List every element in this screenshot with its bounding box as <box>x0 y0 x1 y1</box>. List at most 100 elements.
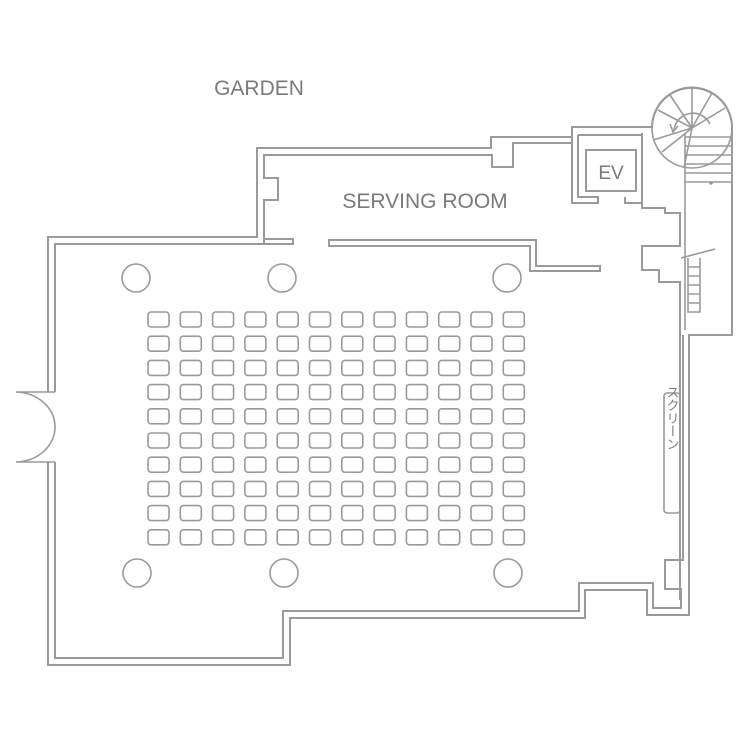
seat <box>373 407 396 425</box>
seat <box>211 504 235 522</box>
seat <box>373 335 396 353</box>
seat <box>470 383 493 401</box>
seat <box>437 456 461 474</box>
screen-label: スクリーン <box>665 386 680 451</box>
double-door[interactable] <box>15 391 56 463</box>
seat <box>244 504 267 522</box>
seat <box>470 456 493 474</box>
seat <box>147 528 170 546</box>
serving-room-label: SERVING ROOM <box>342 190 507 213</box>
seat <box>437 335 461 353</box>
seat <box>211 432 235 449</box>
seat <box>502 335 526 353</box>
seat <box>244 432 267 449</box>
seat <box>211 311 235 328</box>
seat <box>470 504 493 522</box>
seat <box>244 335 267 353</box>
seat <box>502 456 526 474</box>
seat <box>179 528 203 546</box>
seat <box>179 432 203 449</box>
seat <box>179 407 203 425</box>
seat <box>437 383 461 401</box>
seat <box>211 335 235 353</box>
seat <box>211 480 235 498</box>
seat <box>502 528 526 546</box>
seat <box>437 528 461 546</box>
seat <box>340 407 364 425</box>
seat <box>147 407 170 425</box>
seat <box>276 528 300 546</box>
pillar <box>121 263 151 293</box>
seat <box>179 456 203 474</box>
seat <box>179 335 203 353</box>
seat <box>502 432 526 449</box>
seat <box>244 407 267 425</box>
seat <box>502 504 526 522</box>
seat <box>405 383 429 401</box>
spiral-staircase <box>651 87 733 330</box>
seat <box>147 311 170 328</box>
seat <box>340 359 364 377</box>
seat <box>147 432 170 449</box>
seat <box>340 432 364 449</box>
seat <box>308 335 332 353</box>
seat <box>147 504 170 522</box>
seat <box>308 456 332 474</box>
seat <box>308 359 332 377</box>
seat <box>470 407 493 425</box>
seat <box>405 335 429 353</box>
seat <box>276 311 300 328</box>
seat <box>470 432 493 449</box>
elevator: EV <box>571 133 643 204</box>
seat <box>211 528 235 546</box>
seat <box>405 480 429 498</box>
seat <box>211 383 235 401</box>
seat <box>373 383 396 401</box>
pillar <box>122 558 152 588</box>
seat <box>373 528 396 546</box>
seat <box>276 504 300 522</box>
seat <box>244 359 267 377</box>
seat <box>470 480 493 498</box>
seat <box>340 311 364 328</box>
seat <box>179 504 203 522</box>
pillar <box>269 558 299 588</box>
seat <box>308 504 332 522</box>
seat <box>437 311 461 328</box>
seat <box>340 480 364 498</box>
seat <box>437 359 461 377</box>
seat <box>244 311 267 328</box>
seat <box>244 456 267 474</box>
projection-screen: スクリーン <box>663 386 681 514</box>
seat <box>211 407 235 425</box>
seat <box>244 528 267 546</box>
seat <box>405 359 429 377</box>
service-walls <box>625 202 681 600</box>
seat <box>470 528 493 546</box>
seat <box>340 335 364 353</box>
seat <box>276 359 300 377</box>
seat <box>470 335 493 353</box>
seat <box>211 456 235 474</box>
seat <box>276 456 300 474</box>
seat <box>405 528 429 546</box>
seat <box>179 359 203 377</box>
seat <box>276 480 300 498</box>
pillar <box>267 263 297 293</box>
seat <box>244 480 267 498</box>
seat <box>437 432 461 449</box>
seat <box>308 528 332 546</box>
seat <box>470 359 493 377</box>
seat <box>502 311 526 328</box>
seat <box>405 456 429 474</box>
seat <box>308 383 332 401</box>
seat <box>179 311 203 328</box>
seat <box>437 504 461 522</box>
seat <box>340 456 364 474</box>
seat <box>276 432 300 449</box>
seat <box>373 432 396 449</box>
seat <box>147 480 170 498</box>
seat <box>437 480 461 498</box>
seat <box>405 407 429 425</box>
